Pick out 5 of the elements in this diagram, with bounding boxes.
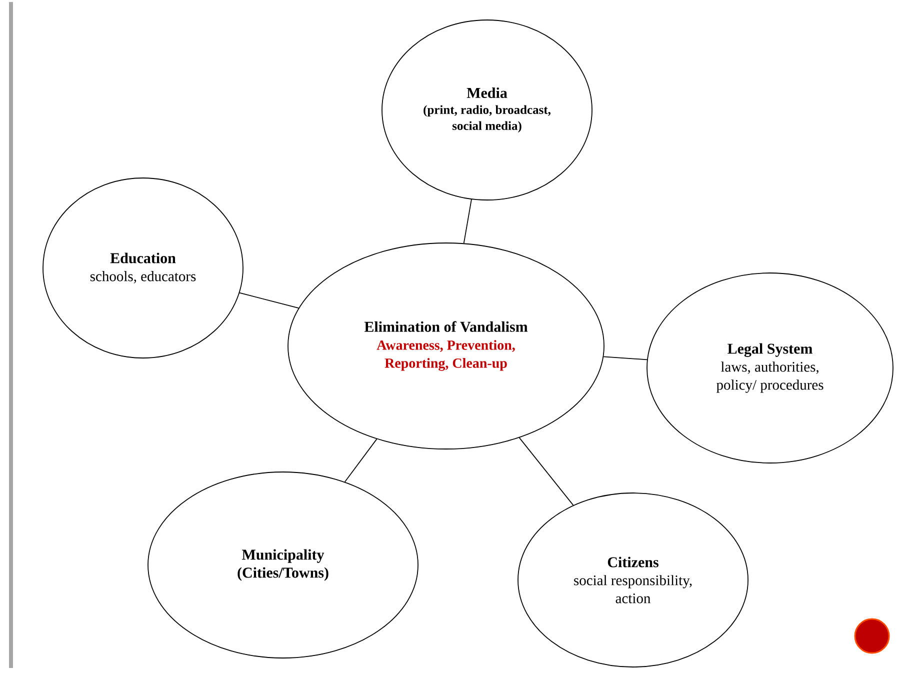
connector-line <box>344 438 378 482</box>
connector-line <box>518 437 574 506</box>
connector-line <box>603 356 648 360</box>
connector-line <box>463 199 472 244</box>
connector-line <box>239 292 300 308</box>
